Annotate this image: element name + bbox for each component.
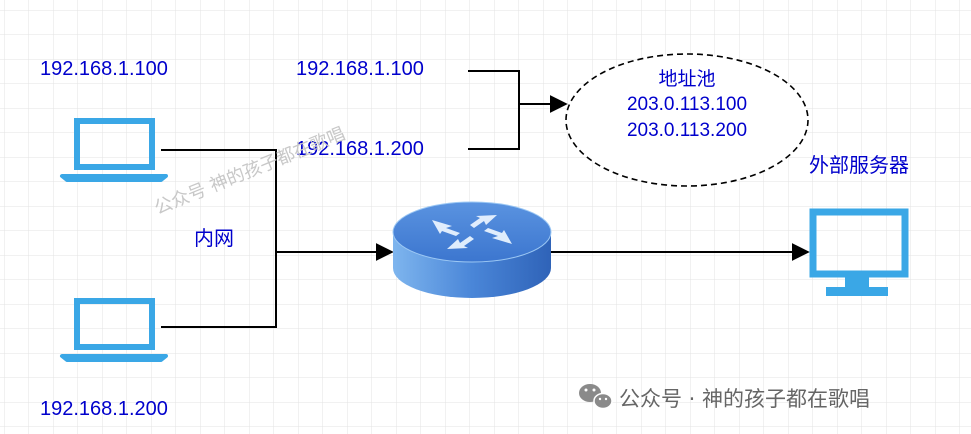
address-pool-title: 地址池 xyxy=(658,68,716,90)
lan-label: 内网 xyxy=(194,226,234,250)
corner-watermark: 公众号 · 神的孩子都在歌唱 xyxy=(619,387,871,411)
router-icon xyxy=(392,201,552,298)
nat-in2-label: 192.168.1.200 xyxy=(296,138,424,160)
pc2-ip-label: 192.168.1.200 xyxy=(40,398,168,420)
monitor-icon xyxy=(809,208,909,296)
address-pool-ellipse xyxy=(565,53,809,187)
nat-in1-label: 192.168.1.100 xyxy=(296,58,424,80)
nat-links xyxy=(468,70,568,150)
server-label: 外部服务器 xyxy=(809,153,909,177)
address-pool: 地址池 203.0.113.100 203.0.113.200 xyxy=(597,66,777,144)
laptop-icon xyxy=(60,118,168,182)
wechat-icon xyxy=(579,384,613,410)
pc1-ip-label: 192.168.1.100 xyxy=(40,58,168,80)
address-pool-addr1: 203.0.113.100 xyxy=(626,94,748,115)
lan-links xyxy=(161,149,394,328)
address-pool-addr2: 203.0.113.200 xyxy=(626,120,748,141)
laptop-icon xyxy=(60,298,168,362)
